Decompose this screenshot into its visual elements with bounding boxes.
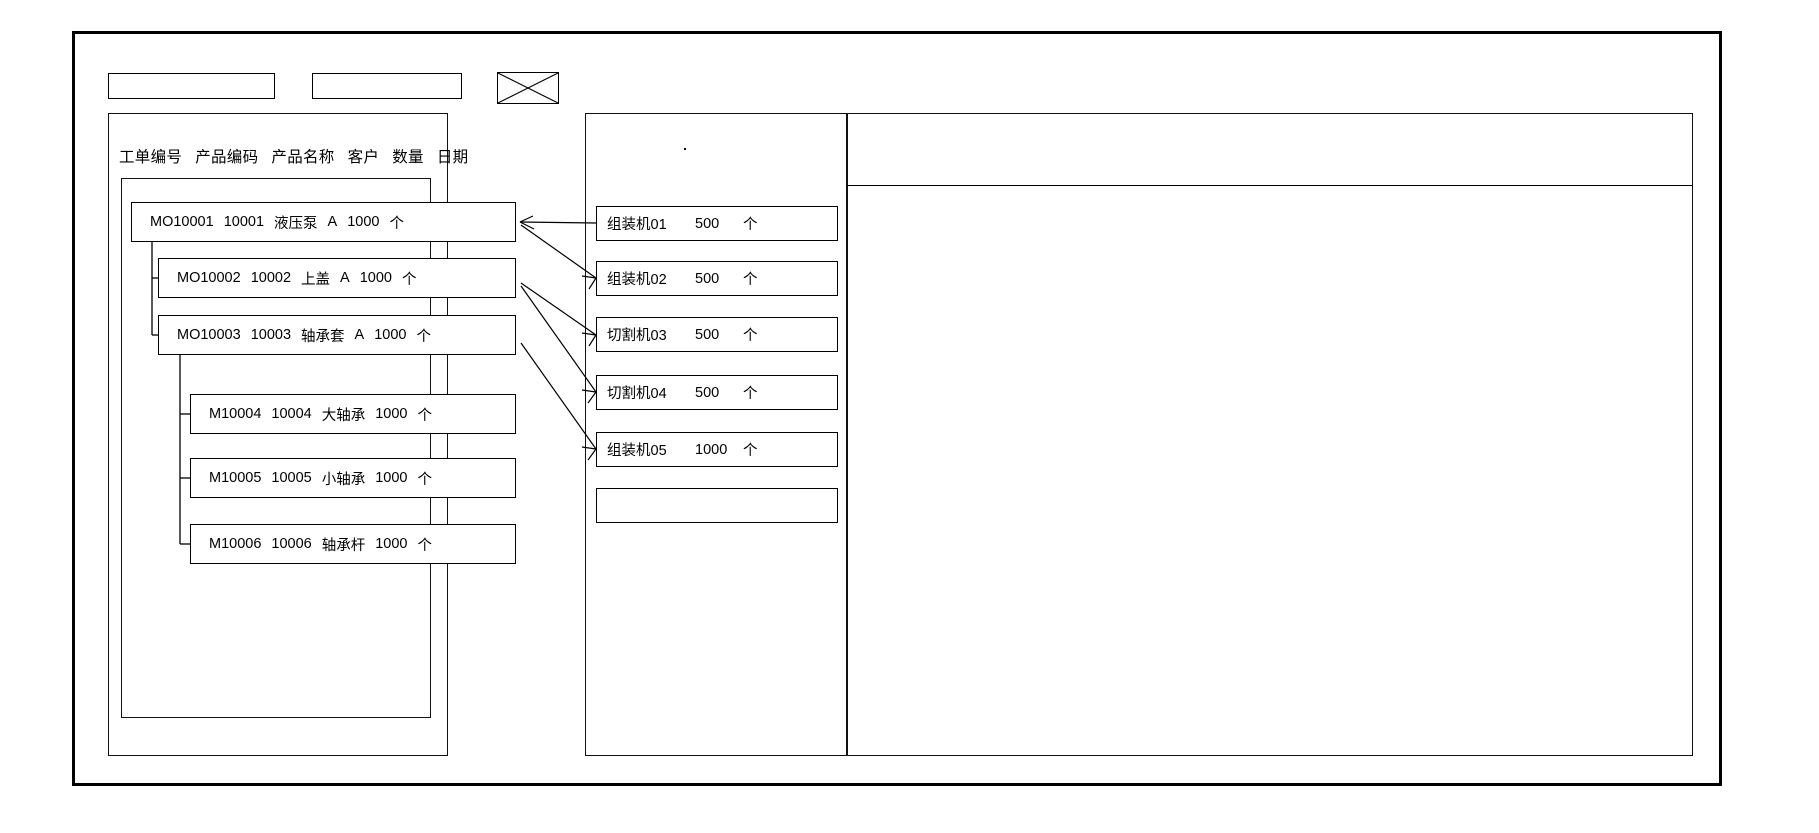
row-order-no: M10006: [209, 536, 262, 552]
machine-unit: 个: [743, 386, 758, 402]
row-customer: A: [340, 270, 350, 286]
table-row[interactable]: M10004 10004 大轴承 1000 个: [190, 394, 516, 434]
machine-unit: 个: [743, 217, 758, 233]
row-order-no: MO10003: [177, 327, 241, 343]
list-item[interactable]: 组装机05 1000 个: [596, 432, 838, 467]
table-row[interactable]: MO10002 10002 上盖 A 1000 个: [158, 258, 516, 298]
row-product-name: 上盖: [301, 271, 331, 288]
column-header-customer: 客户: [347, 149, 380, 166]
row-order-no: MO10001: [150, 214, 214, 230]
column-header-date: 日期: [436, 149, 469, 166]
row-product-name: 轴承杆: [321, 537, 366, 554]
column-header-product-code: 产品编码: [195, 149, 259, 166]
row-product-name: 液压泵: [274, 215, 318, 232]
machine-name: 切割机03: [607, 328, 667, 344]
row-product-name: 小轴承: [321, 471, 366, 488]
machine-qty: 1000: [695, 441, 728, 458]
table-row[interactable]: M10005 10005 小轴承 1000 个: [190, 458, 516, 498]
row-qty: 1000: [375, 536, 408, 552]
machine-qty: 500: [695, 384, 720, 401]
list-item[interactable]: 组装机02 500 个: [596, 261, 838, 296]
row-qty: 1000: [375, 406, 408, 422]
row-order-no: MO10002: [177, 270, 241, 286]
row-unit: 个: [417, 407, 433, 424]
row-product-code: 10001: [223, 214, 265, 230]
table-row[interactable]: MO10001 10001 液压泵 A 1000 个: [131, 202, 516, 242]
detail-panel: [847, 113, 1693, 756]
row-unit: 个: [416, 328, 431, 345]
row-unit: 个: [389, 215, 404, 232]
machine-qty: 500: [695, 215, 720, 232]
list-item[interactable]: 切割机04 500 个: [596, 375, 838, 410]
row-order-no: M10005: [209, 470, 262, 486]
machine-unit: 个: [743, 272, 758, 288]
machine-unit: 个: [743, 328, 758, 344]
row-unit: 个: [401, 271, 417, 288]
row-qty: 1000: [374, 327, 407, 343]
machine-panel-marker-dot: [684, 148, 686, 150]
row-qty: 1000: [347, 214, 380, 230]
row-customer: A: [327, 214, 338, 230]
machine-qty: 500: [695, 270, 720, 287]
machine-name: 组装机05: [607, 443, 667, 459]
work-order-column-header: 工单编号 产品编码 产品名称 客户 数量 日期: [119, 144, 468, 168]
row-customer: A: [354, 327, 365, 343]
row-order-no: M10004: [209, 406, 262, 422]
row-product-code: 10006: [271, 536, 312, 552]
row-unit: 个: [417, 537, 433, 554]
machine-unit: 个: [743, 443, 758, 459]
row-product-code: 10004: [271, 406, 312, 422]
machine-name: 切割机04: [607, 386, 667, 402]
row-product-code: 10003: [250, 327, 292, 343]
toolbar-field-one[interactable]: [108, 73, 275, 99]
list-item[interactable]: 切割机03 500 个: [596, 317, 838, 352]
table-row[interactable]: MO10003 10003 轴承套 A 1000 个: [158, 315, 516, 355]
machine-name: 组装机01: [607, 217, 667, 233]
toolbar-field-two[interactable]: [312, 73, 462, 99]
list-item-empty[interactable]: [596, 488, 838, 523]
machine-name: 组装机02: [607, 272, 667, 288]
detail-panel-header-divider: [847, 185, 1693, 186]
row-product-name: 轴承套: [301, 328, 345, 345]
table-row[interactable]: M10006 10006 轴承杆 1000 个: [190, 524, 516, 564]
machine-qty: 500: [695, 326, 720, 343]
image-placeholder-x-icon[interactable]: [497, 72, 559, 104]
column-header-qty: 数量: [392, 149, 424, 166]
row-qty: 1000: [359, 270, 392, 286]
row-product-name: 大轴承: [321, 407, 366, 424]
row-qty: 1000: [375, 470, 408, 486]
column-header-product-name: 产品名称: [271, 149, 335, 166]
row-unit: 个: [417, 471, 433, 488]
list-item[interactable]: 组装机01 500 个: [596, 206, 838, 241]
row-product-code: 10002: [250, 270, 292, 286]
row-product-code: 10005: [271, 470, 312, 486]
column-header-order-no: 工单编号: [119, 149, 183, 166]
